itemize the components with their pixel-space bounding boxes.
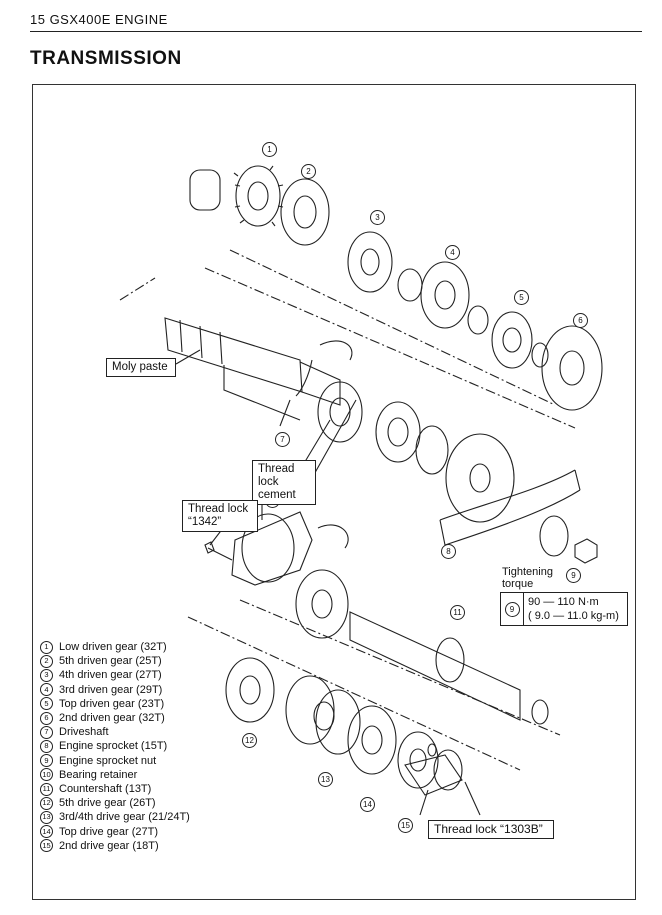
- diagram-mark-13: 13: [318, 772, 333, 787]
- second-driven-gear: [541, 325, 603, 411]
- diagram-mark-6: 6: [573, 313, 588, 328]
- countershaft: [295, 569, 549, 725]
- legend-number: 1: [40, 640, 53, 654]
- legend-number: 3: [40, 669, 53, 682]
- legend-item: 15 2nd drive gear (18T): [40, 839, 280, 853]
- legend-number: 5: [40, 697, 53, 711]
- thread-lock-1342-line1: Thread lock: [188, 503, 249, 515]
- header-rule: [30, 31, 642, 32]
- section-title: TRANSMISSION: [30, 48, 182, 69]
- legend-text: Top driven gear (23T): [59, 697, 165, 710]
- diagram-mark-8: 8: [441, 544, 456, 559]
- legend-item: 2 5th driven gear (25T): [40, 654, 280, 668]
- third-fourth-drive-gear: [285, 675, 361, 755]
- legend-item: 3 4th driven gear (27T): [40, 668, 280, 682]
- tightening-torque-label: Tightening torque: [502, 566, 553, 590]
- torque-label-line1: Tightening: [502, 566, 553, 578]
- legend-text: Engine sprocket nut: [59, 754, 157, 767]
- torque-value-cell: 90 — 110 N·m ( 9.0 — 11.0 kg-m): [524, 593, 627, 625]
- legend-item: 9 Engine sprocket nut: [40, 754, 280, 768]
- thread-lock-cement-line2: cement: [258, 489, 296, 501]
- legend-number: 14: [40, 825, 53, 839]
- legend-text: 3rd/4th drive gear (21/24T): [59, 811, 190, 824]
- torque-spec-box: 9 90 — 110 N·m ( 9.0 — 11.0 kg-m): [500, 592, 628, 626]
- legend-text: Top drive gear (27T): [59, 825, 159, 838]
- legend-number: 12: [40, 796, 53, 810]
- legend-text: Bearing retainer: [59, 768, 138, 781]
- legend-number: 15: [40, 839, 53, 853]
- diagram-mark-15: 15: [398, 818, 413, 833]
- legend-item: 14 Top drive gear (27T): [40, 825, 280, 839]
- legend-number: 9: [40, 754, 53, 768]
- top-driven-gear: [491, 311, 533, 369]
- legend-number: 11: [40, 782, 53, 796]
- legend-text: Countershaft (13T): [59, 783, 152, 796]
- driveshaft: [164, 317, 341, 406]
- legend-item: 12 5th drive gear (26T): [40, 796, 280, 810]
- legend-item: 10 Bearing retainer: [40, 768, 280, 782]
- legend-text: 2nd driven gear (32T): [59, 712, 165, 725]
- legend-number: 4: [40, 683, 53, 697]
- torque-label-line2: torque: [502, 578, 534, 590]
- diagram-mark-2: 2: [301, 164, 316, 179]
- legend-item: 8 Engine sprocket (15T): [40, 739, 280, 754]
- diagram-mark-7: 7: [275, 432, 290, 447]
- parts-legend: 1 Low driven gear (32T) 2 5th driven gear (…: [40, 640, 280, 853]
- moly-paste-callout: Moly paste: [106, 358, 176, 377]
- diagram-mark-1: 1: [262, 142, 277, 157]
- thread-lock-1342-callout: Thread lock “1342”: [182, 500, 258, 532]
- fifth-driven-gear: [280, 178, 330, 246]
- third-driven-gear: [420, 261, 470, 329]
- legend-number: 2: [40, 654, 53, 668]
- diagram-mark-4: 4: [445, 245, 460, 260]
- legend-number: 6: [40, 711, 53, 725]
- diagram-mark-3: 3: [370, 210, 385, 225]
- legend-text: Engine sprocket (15T): [59, 740, 168, 753]
- legend-text: 2nd drive gear (18T): [59, 839, 159, 852]
- legend-item: 4 3rd driven gear (29T): [40, 683, 280, 697]
- diagram-mark-14: 14: [360, 797, 375, 812]
- legend-item: 1 Low driven gear (32T): [40, 640, 280, 654]
- legend-text: 3rd driven gear (29T): [59, 683, 163, 696]
- page-header: 15 GSX400E ENGINE: [30, 12, 168, 27]
- thread-lock-1303b-callout: Thread lock “1303B”: [428, 820, 554, 839]
- torque-ref-mark: 9: [504, 601, 520, 617]
- legend-item: 11 Countershaft (13T): [40, 782, 280, 796]
- engine-sprocket: [445, 433, 515, 523]
- legend-number: 13: [40, 811, 53, 825]
- thread-lock-cement-line1: Thread lock: [258, 463, 295, 488]
- legend-text: Low driven gear (32T): [59, 641, 167, 653]
- legend-number: 8: [40, 740, 53, 754]
- torque-value-kgm: ( 9.0 — 11.0 kg-m): [528, 610, 619, 622]
- legend-item: 7 Driveshaft: [40, 725, 280, 739]
- second-drive-gear: [397, 731, 439, 789]
- fourth-driven-gear: [347, 231, 393, 293]
- torque-value-nm: 90 — 110 N·m: [528, 596, 599, 608]
- legend-text: 4th driven gear (27T): [59, 669, 162, 682]
- legend-item: 5 Top driven gear (23T): [40, 697, 280, 711]
- legend-text: 5th driven gear (25T): [59, 655, 162, 668]
- legend-number: 7: [40, 725, 53, 739]
- top-drive-gear: [347, 705, 397, 775]
- thread-lock-1303b-label: Thread lock “1303B”: [434, 822, 543, 836]
- legend-text: Driveshaft: [59, 726, 109, 739]
- moly-paste-label: Moly paste: [112, 361, 168, 373]
- thread-lock-1342-line2: “1342”: [188, 516, 222, 528]
- torque-ref-cell: 9: [501, 593, 524, 625]
- legend-text: 5th drive gear (26T): [59, 797, 156, 810]
- diagram-mark-12: 12: [242, 733, 257, 748]
- low-driven-gear: [233, 165, 284, 227]
- legend-item: 6 2nd driven gear (32T): [40, 711, 280, 725]
- diagram-mark-9: 9: [566, 568, 581, 583]
- bearing-retainer: [231, 511, 313, 586]
- diagram-frame: [32, 84, 636, 900]
- thread-lock-cement-callout: Thread lock cement: [252, 460, 316, 505]
- fifth-drive-gear: [225, 657, 275, 723]
- diagram-mark-11: 11: [450, 605, 465, 620]
- diagram-mark-5: 5: [514, 290, 529, 305]
- legend-item: 13 3rd/4th drive gear (21/24T): [40, 810, 280, 825]
- legend-number: 10: [40, 768, 53, 782]
